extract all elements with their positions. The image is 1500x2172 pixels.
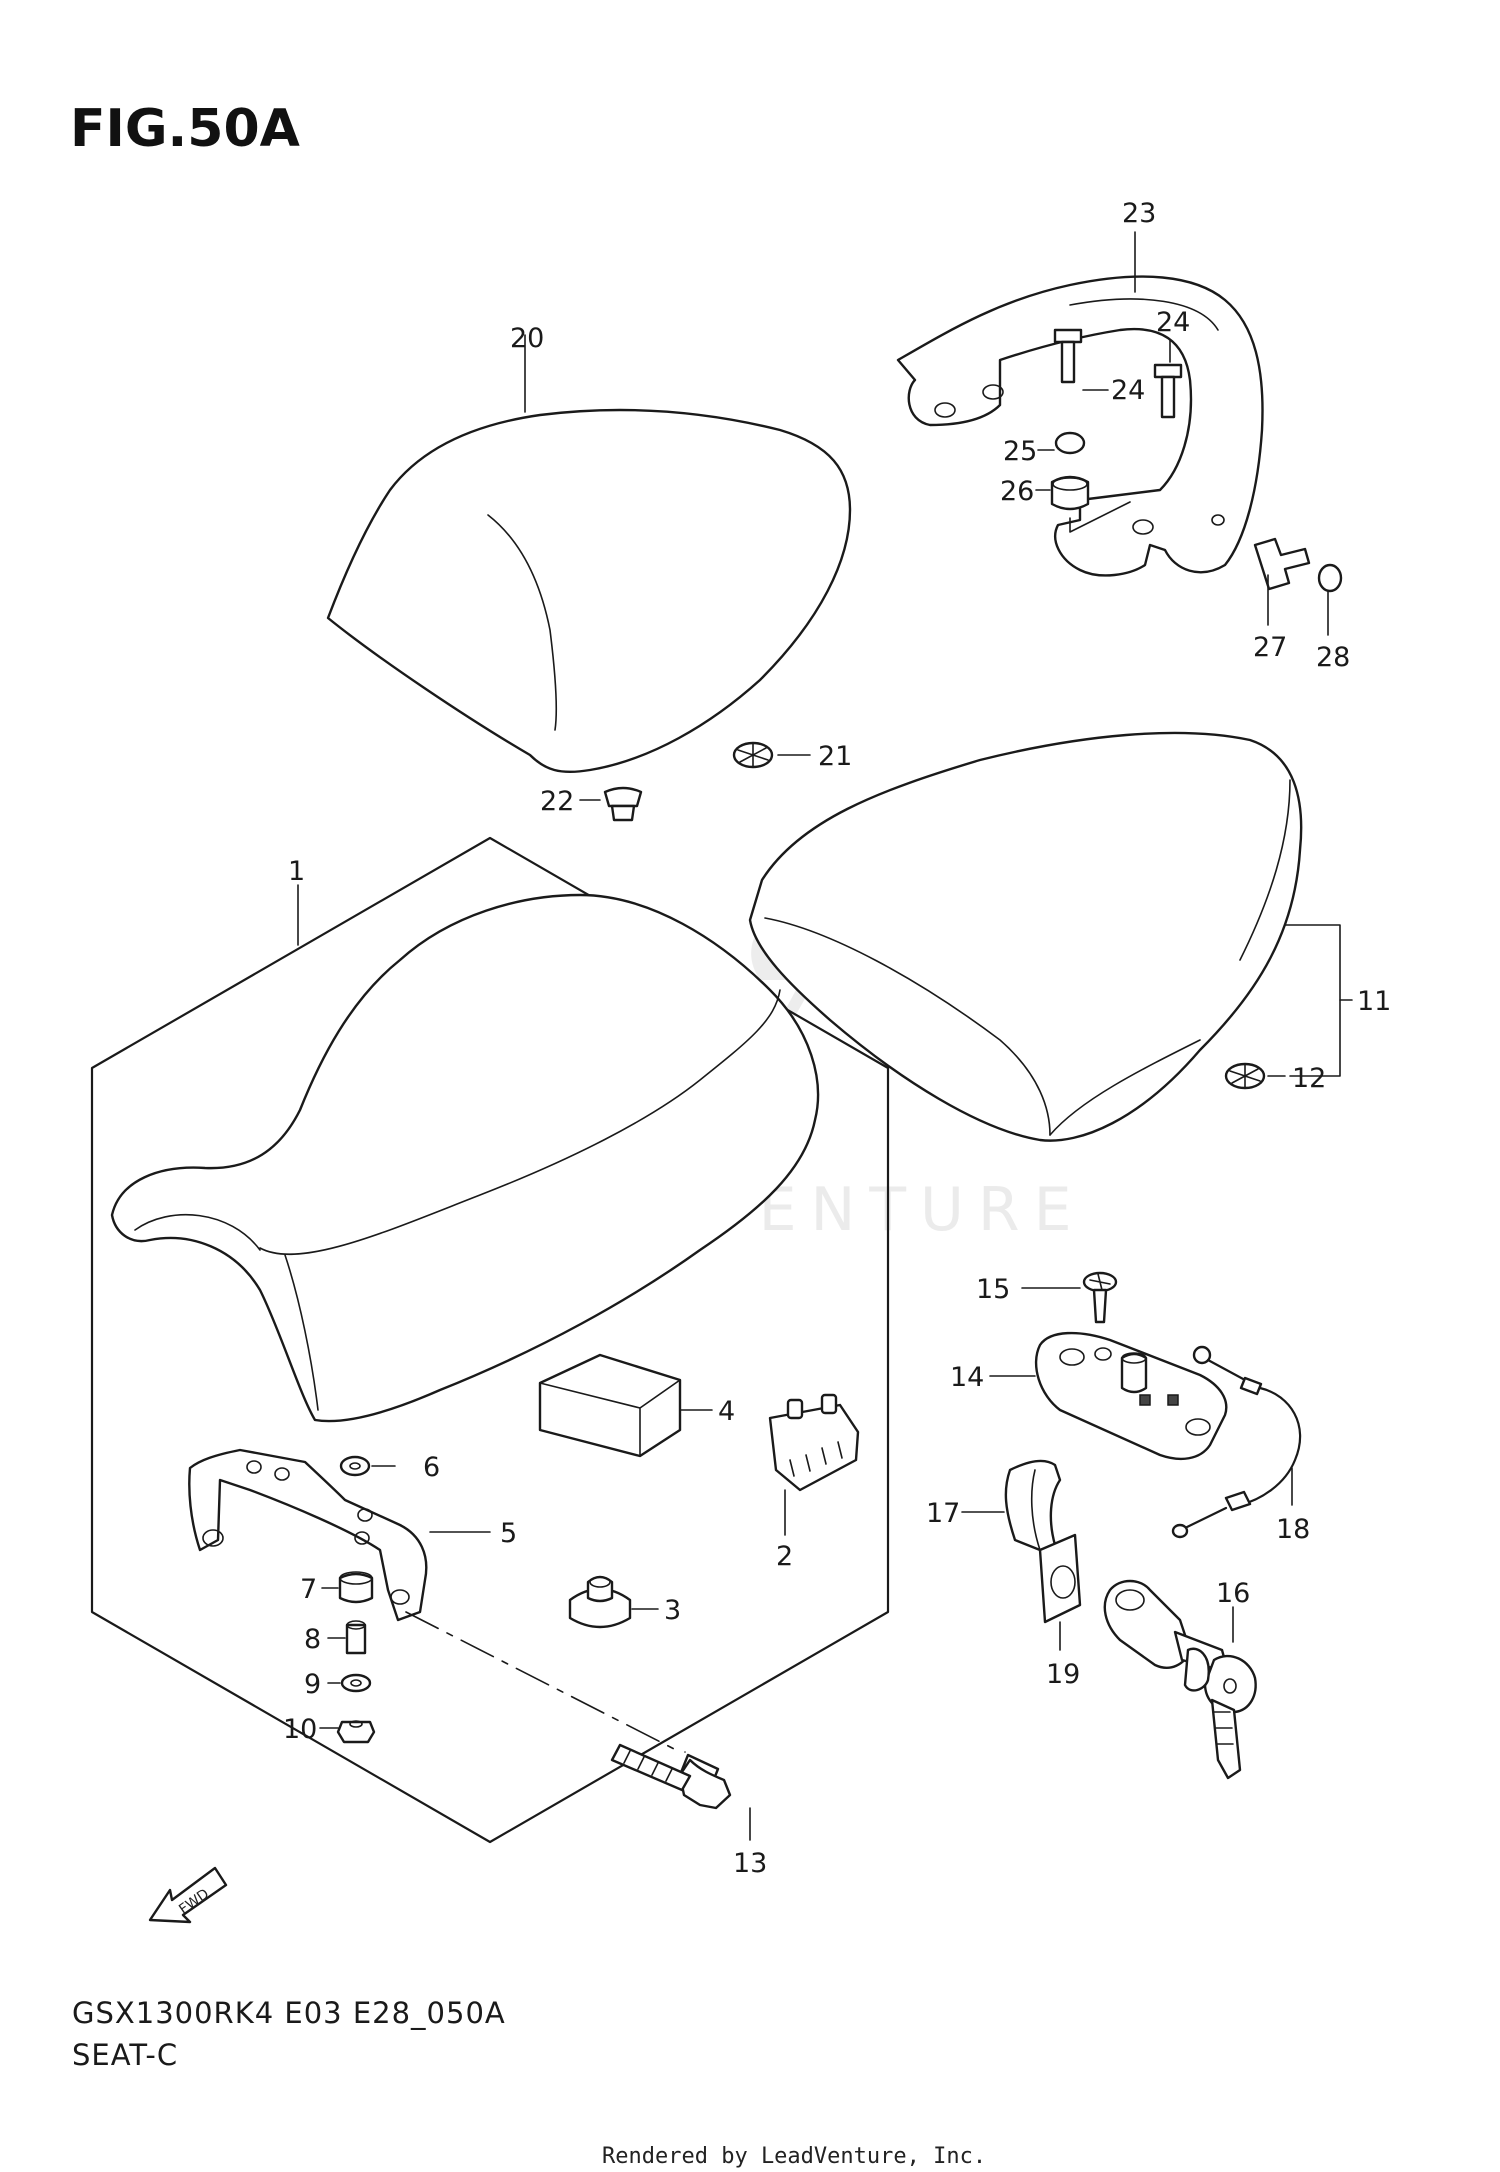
callout-5: 5 — [500, 1518, 517, 1549]
callout-13: 13 — [733, 1848, 767, 1879]
lock-base-part-14: 14 — [950, 1331, 1228, 1461]
front-seat-part-1 — [110, 893, 820, 1423]
callout-19: 19 — [1046, 1659, 1080, 1690]
callout-15: 15 — [976, 1274, 1010, 1305]
callout-14: 14 — [950, 1362, 984, 1393]
grab-rail-part-23: 23 — [896, 198, 1264, 577]
seat-assembly-frame: 1 — [90, 836, 890, 1844]
cushion-part-22: 22 — [540, 786, 643, 822]
bolt-part-27: 27 — [1253, 537, 1311, 663]
callout-22: 22 — [540, 786, 574, 817]
pad-part-4: 4 — [538, 1353, 735, 1458]
callout-25: 25 — [1003, 436, 1037, 467]
callout-17: 17 — [926, 1498, 960, 1529]
grommet-part-21: 21 — [732, 741, 852, 772]
pillion-seat-part-11: 11 — [748, 731, 1391, 1142]
callout-23: 23 — [1122, 198, 1156, 229]
ring-part-28: 28 — [1316, 563, 1350, 673]
callout-11: 11 — [1357, 986, 1391, 1017]
rubber-part-2: 2 — [768, 1393, 860, 1572]
callout-10: 10 — [283, 1714, 317, 1745]
callout-4: 4 — [718, 1396, 735, 1427]
callout-6: 6 — [423, 1452, 440, 1483]
callout-26: 26 — [1000, 476, 1034, 507]
callout-7: 7 — [300, 1574, 317, 1605]
callout-18: 18 — [1276, 1514, 1310, 1545]
callout-8: 8 — [304, 1624, 321, 1655]
callout-1: 1 — [288, 856, 305, 887]
callout-24b: 24 — [1156, 307, 1190, 338]
plate-part-19: 19 — [1038, 1533, 1082, 1690]
bracket-part-5: 5 — [188, 1448, 517, 1622]
cable-part-18: 18 — [1171, 1345, 1310, 1545]
collar-part-8: 8 — [304, 1620, 367, 1655]
callout-3: 3 — [664, 1595, 681, 1626]
nut-part-10: 10 — [283, 1714, 376, 1745]
callout-16: 16 — [1216, 1578, 1250, 1609]
callout-9: 9 — [304, 1669, 321, 1700]
screw-part-15: 15 — [976, 1271, 1118, 1324]
washer-part-9: 9 — [304, 1669, 372, 1700]
callout-27: 27 — [1253, 632, 1287, 663]
cushion-part-26: 26 — [1000, 475, 1131, 533]
figure-title: FIG.50A — [70, 99, 300, 159]
callout-24a: 24 — [1111, 375, 1145, 406]
callout-2: 2 — [776, 1541, 793, 1572]
cushion-part-7: 7 — [300, 1571, 374, 1605]
seat-cowl-part-20: 20 — [326, 323, 852, 774]
callout-28: 28 — [1316, 642, 1350, 673]
callout-21: 21 — [818, 741, 852, 772]
rubber-part-3: 3 — [568, 1575, 681, 1629]
washer-part-6: 6 — [339, 1452, 440, 1483]
rendered-by: Rendered by LeadVenture, Inc. — [602, 2144, 986, 2169]
callout-12: 12 — [1292, 1063, 1326, 1094]
model-code: GSX1300RK4 E03 E28_050A — [72, 1996, 506, 2030]
clip-part-17: 17 — [926, 1459, 1062, 1552]
grommet-part-12: 12 — [1224, 1062, 1326, 1094]
bolt-part-24: 24 24 — [1053, 307, 1190, 419]
bolt-part-13: 13 — [405, 1611, 767, 1879]
section-name: SEAT-C — [72, 2038, 178, 2072]
fwd-arrow-icon: FWD — [148, 1866, 228, 1924]
callout-20: 20 — [510, 323, 544, 354]
lock-cylinder-part-16: 16 — [1103, 1578, 1257, 1780]
washer-part-25: 25 — [1003, 431, 1086, 467]
